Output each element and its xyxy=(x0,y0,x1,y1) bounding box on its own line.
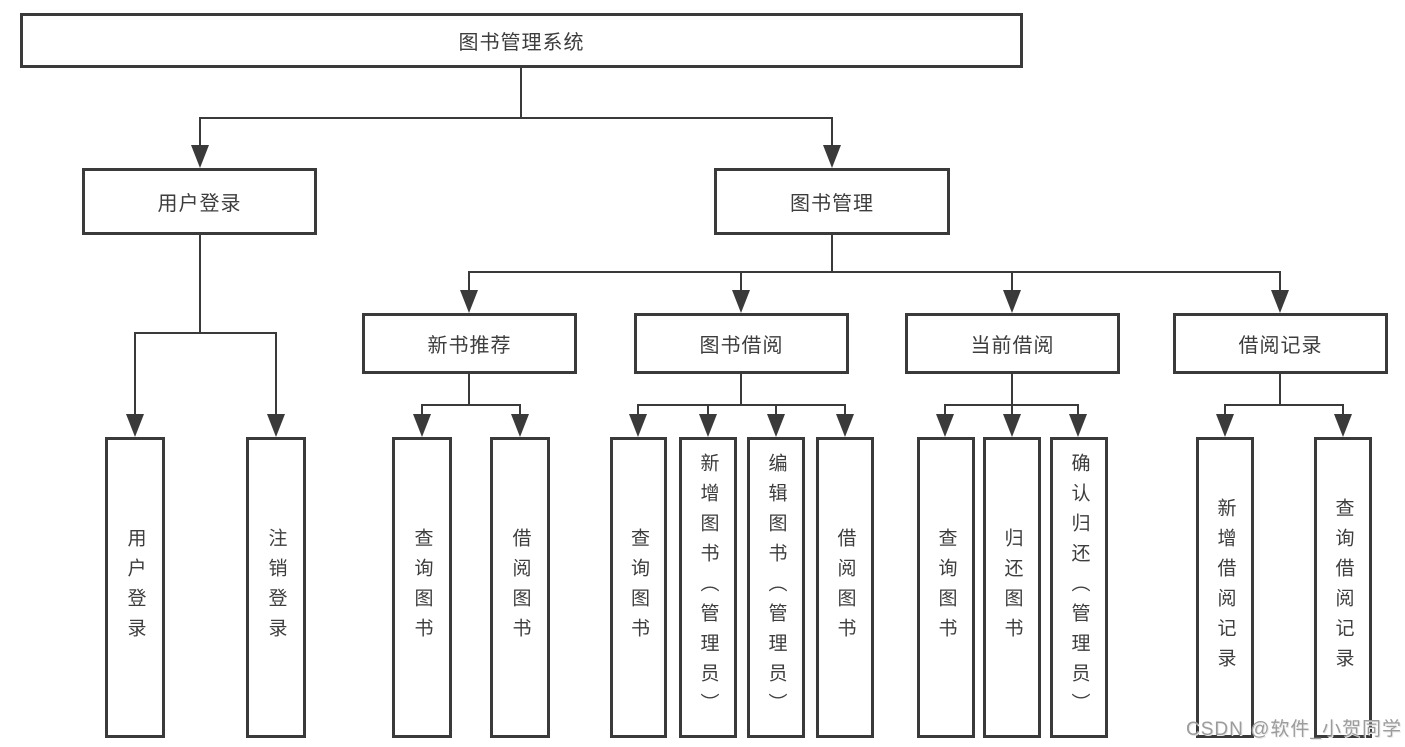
connector-stem-nb-leaf-1 xyxy=(519,404,521,416)
arrowhead-nb-leaf-1 xyxy=(511,414,529,437)
connector-level3-crossbar xyxy=(469,271,1281,273)
connector-stem-current-borrow xyxy=(1011,271,1013,292)
node-user-login-label: 用户登录 xyxy=(157,193,242,215)
leaf-cb-confirm-return-admin: 确认归还（管理员） xyxy=(1050,437,1108,738)
arrowhead-book-borrow xyxy=(732,290,750,313)
leaf-cb-return-books: 归还图书 xyxy=(983,437,1041,738)
leaf-bb-borrow-books-label: 借阅图书 xyxy=(834,527,856,648)
leaf-bb-add-books-admin: 新增图书（管理员） xyxy=(679,437,737,738)
connector-stem-leaf-logout xyxy=(275,332,277,416)
connector-stem-bb-leaf-2 xyxy=(775,404,777,416)
arrowhead-cb-leaf-2 xyxy=(1069,414,1087,437)
node-book-borrow-label: 图书借阅 xyxy=(699,335,784,357)
connector-user-login-crossbar xyxy=(134,332,277,334)
connector-borrow-records-crossbar xyxy=(1224,404,1344,406)
leaf-cb-return-books-label: 归还图书 xyxy=(1001,527,1023,648)
leaf-bb-query-books-label: 查询图书 xyxy=(628,527,649,648)
connector-new-books-crossbar xyxy=(421,404,521,406)
leaf-logout: 注销登录 xyxy=(246,437,306,738)
node-root-label: 图书管理系统 xyxy=(458,32,585,54)
connector-stem-br-leaf-0 xyxy=(1224,404,1226,416)
arrowhead-bb-leaf-1 xyxy=(699,414,717,437)
leaf-br-add-record: 新增借阅记录 xyxy=(1196,437,1254,738)
arrowhead-br-leaf-0 xyxy=(1216,414,1234,437)
leaf-bb-edit-books-admin: 编辑图书（管理员） xyxy=(747,437,805,738)
arrowhead-bb-leaf-3 xyxy=(836,414,854,437)
arrowhead-book-mgmt xyxy=(823,145,841,168)
leaf-nb-borrow-books: 借阅图书 xyxy=(490,437,550,738)
leaf-nb-query-books: 查询图书 xyxy=(392,437,452,738)
node-book-mgmt: 图书管理 xyxy=(714,168,950,235)
connector-level1-crossbar xyxy=(199,117,833,119)
leaf-cb-query-books: 查询图书 xyxy=(917,437,975,738)
node-new-books: 新书推荐 xyxy=(362,313,577,374)
connector-current-borrow-trunk xyxy=(1011,374,1013,405)
connector-book-borrow-trunk xyxy=(740,374,742,405)
connector-stem-br-leaf-1 xyxy=(1342,404,1344,416)
node-user-login: 用户登录 xyxy=(82,168,317,235)
connector-stem-bb-leaf-1 xyxy=(707,404,709,416)
connector-stem-book-borrow xyxy=(740,271,742,292)
leaf-user-login: 用户登录 xyxy=(105,437,165,738)
leaf-cb-query-books-label: 查询图书 xyxy=(935,527,957,648)
connector-root-trunk xyxy=(520,68,522,117)
arrowhead-cb-leaf-1 xyxy=(1003,414,1021,437)
node-root: 图书管理系统 xyxy=(20,13,1023,68)
arrowhead-current-borrow xyxy=(1003,290,1021,313)
connector-borrow-records-trunk xyxy=(1279,374,1281,405)
connector-stem-bb-leaf-0 xyxy=(637,404,639,416)
leaf-nb-query-books-label: 查询图书 xyxy=(411,527,433,648)
node-current-borrow: 当前借阅 xyxy=(905,313,1120,374)
leaf-bb-edit-books-admin-label: 编辑图书（管理员） xyxy=(765,452,787,723)
leaf-br-add-record-label: 新增借阅记录 xyxy=(1214,497,1236,678)
arrowhead-leaf-logout xyxy=(267,414,285,437)
leaf-br-query-record: 查询借阅记录 xyxy=(1314,437,1372,738)
node-new-books-label: 新书推荐 xyxy=(427,335,512,357)
arrowhead-nb-leaf-0 xyxy=(413,414,431,437)
leaf-br-query-record-label: 查询借阅记录 xyxy=(1332,497,1354,678)
arrowhead-cb-leaf-0 xyxy=(936,414,954,437)
node-book-mgmt-label: 图书管理 xyxy=(790,193,874,215)
arrowhead-br-leaf-1 xyxy=(1334,414,1352,437)
arrowhead-new-books xyxy=(460,290,478,313)
connector-stem-new-books xyxy=(468,271,470,292)
connector-book-borrow-crossbar xyxy=(637,404,846,406)
arrowhead-borrow-records xyxy=(1271,290,1289,313)
node-borrow-records-label: 借阅记录 xyxy=(1238,335,1323,357)
arrowhead-user-login xyxy=(191,145,209,168)
connector-new-books-trunk xyxy=(468,374,470,405)
leaf-logout-label: 注销登录 xyxy=(265,527,287,648)
leaf-bb-query-books: 查询图书 xyxy=(610,437,667,738)
csdn-watermark: CSDN @软件_小贺同学 xyxy=(1186,719,1402,740)
connector-stem-leaf-user-login xyxy=(134,332,136,416)
connector-book-mgmt-trunk xyxy=(831,235,833,273)
leaf-user-login-label: 用户登录 xyxy=(124,527,146,648)
leaf-cb-confirm-return-admin-label: 确认归还（管理员） xyxy=(1068,452,1090,723)
leaf-nb-borrow-books-label: 借阅图书 xyxy=(509,527,531,648)
connector-user-login-trunk xyxy=(199,235,201,333)
node-borrow-records: 借阅记录 xyxy=(1173,313,1388,374)
leaf-bb-add-books-admin-label: 新增图书（管理员） xyxy=(697,452,719,723)
connector-stem-user-login xyxy=(199,117,201,147)
connector-stem-nb-leaf-0 xyxy=(421,404,423,416)
node-book-borrow: 图书借阅 xyxy=(634,313,849,374)
connector-stem-cb-leaf-2 xyxy=(1077,404,1079,416)
connector-stem-book-mgmt xyxy=(831,117,833,147)
connector-stem-bb-leaf-3 xyxy=(844,404,846,416)
leaf-bb-borrow-books: 借阅图书 xyxy=(816,437,874,738)
arrowhead-leaf-user-login xyxy=(126,414,144,437)
arrowhead-bb-leaf-2 xyxy=(767,414,785,437)
connector-stem-borrow-records xyxy=(1279,271,1281,292)
arrowhead-bb-leaf-0 xyxy=(629,414,647,437)
connector-stem-cb-leaf-0 xyxy=(944,404,946,416)
node-current-borrow-label: 当前借阅 xyxy=(970,335,1055,357)
connector-stem-cb-leaf-1 xyxy=(1011,404,1013,416)
